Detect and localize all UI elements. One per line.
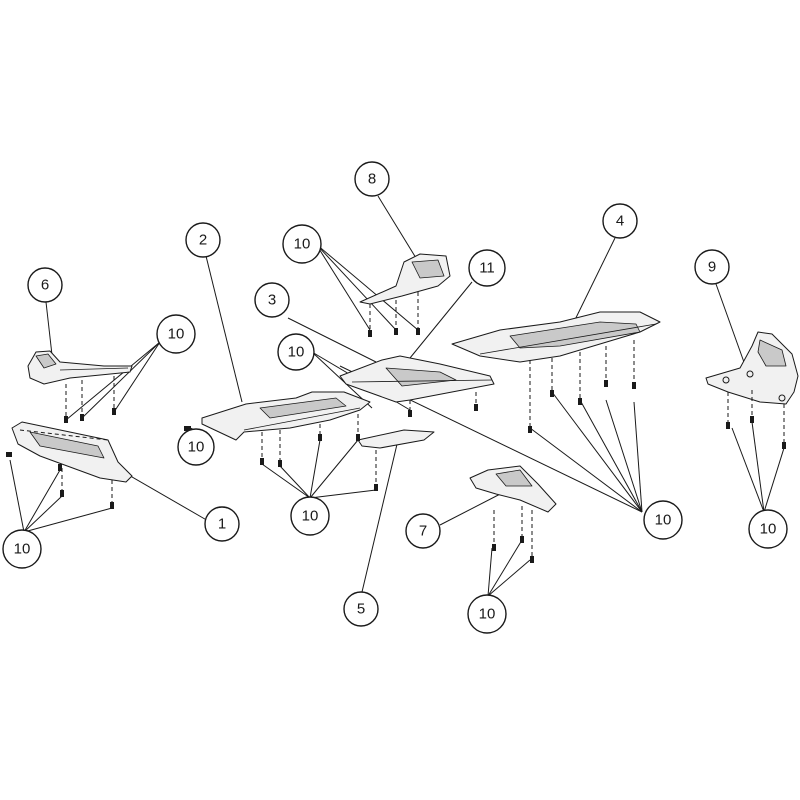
callout-10-label: 10: [288, 344, 305, 361]
callout-10-label: 10: [302, 508, 319, 525]
callout-10-label: 10: [479, 606, 496, 623]
callout-9: 9: [694, 249, 730, 285]
callout-10-label: 10: [760, 521, 777, 538]
callout-2-label: 2: [199, 232, 207, 249]
callout-10-label: 10: [188, 439, 205, 456]
callout-11-label: 11: [479, 260, 495, 277]
part-7-bracket: [469, 465, 557, 558]
callout-10-below-7: 10: [467, 594, 507, 634]
part-9-right-guard: [705, 331, 799, 444]
callout-7-label: 7: [419, 523, 427, 540]
callout-8-label: 8: [368, 171, 376, 188]
callout-11: 11: [468, 249, 506, 287]
callout-6: 6: [27, 267, 63, 303]
part-6-left-guard: [27, 350, 133, 416]
callout-10-near-8: 10: [282, 224, 322, 264]
callout-10-label: 10: [168, 326, 185, 343]
callout-10-below-9: 10: [748, 509, 788, 549]
screws: [6, 328, 786, 563]
callout-10-lower-left: 10: [2, 529, 42, 569]
part-2-skid-plate: [201, 391, 377, 486]
callout-3: 3: [254, 282, 290, 318]
callout-7: 7: [405, 513, 441, 549]
part-1-front-skid: [11, 421, 133, 504]
callout-3-label: 3: [268, 292, 276, 309]
part-8-upper-guard: [359, 253, 451, 332]
callout-10-below-2: 10: [290, 496, 330, 536]
callout-1-label: 1: [218, 516, 226, 533]
callout-9-label: 9: [708, 259, 716, 276]
callout-6-label: 6: [41, 277, 49, 294]
part-5-small-plate: [357, 429, 435, 449]
part-3-center-plate: [339, 355, 495, 412]
callout-2: 2: [185, 222, 221, 258]
callout-8: 8: [354, 161, 390, 197]
callout-10-near-3: 10: [277, 333, 315, 371]
callout-10-near-6: 10: [156, 314, 196, 354]
callout-10-right-center: 10: [643, 500, 683, 540]
callout-5-label: 5: [357, 601, 365, 618]
part-4-rear-plate: [451, 311, 661, 428]
callout-1: 1: [204, 506, 240, 542]
callout-10-label: 10: [294, 236, 311, 253]
callout-5: 5: [343, 591, 379, 627]
callout-4-label: 4: [616, 213, 624, 230]
callout-10-left-of-2: 10: [177, 428, 215, 466]
callout-10-label: 10: [14, 541, 31, 558]
callout-10-label: 10: [655, 512, 672, 529]
callout-4: 4: [602, 203, 638, 239]
